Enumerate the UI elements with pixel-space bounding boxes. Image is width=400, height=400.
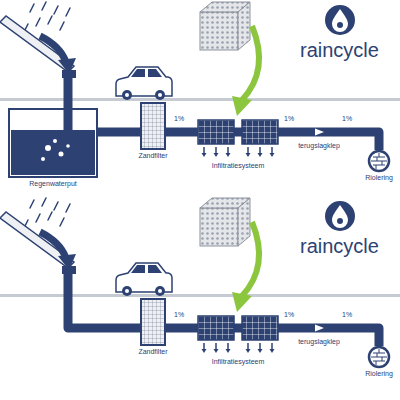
downpipe bbox=[64, 76, 73, 110]
node-label: Infiltratiesysteem bbox=[211, 358, 266, 366]
check-valve: terugslagklep bbox=[310, 124, 328, 140]
brand-name: raincycle bbox=[300, 236, 379, 256]
downpipe bbox=[68, 272, 142, 328]
check-valve: terugslagklep bbox=[310, 320, 328, 336]
pipe-connector bbox=[278, 324, 310, 333]
sewer-pipe: Riolering bbox=[368, 346, 390, 368]
node-label: Riolering bbox=[364, 370, 394, 378]
rainwater-tank-shape bbox=[8, 108, 98, 178]
slope-label: 1% bbox=[342, 115, 352, 122]
node-label: Zandfilter bbox=[137, 348, 168, 356]
pipe-connector bbox=[278, 128, 310, 137]
sand-filter: Zandfilter bbox=[140, 102, 166, 150]
check-valve-shape bbox=[310, 124, 328, 140]
sewer-pipe-shape bbox=[368, 346, 390, 368]
slope-label: 1% bbox=[174, 115, 184, 122]
pipe-connector bbox=[98, 128, 140, 137]
slope-label: 1% bbox=[342, 311, 352, 318]
pipe-connector bbox=[166, 324, 198, 333]
node-label: terugslagklep bbox=[297, 142, 341, 150]
sand-filter-shape bbox=[140, 298, 166, 346]
sand-filter: Zandfilter bbox=[140, 298, 166, 346]
brand-name: raincycle bbox=[300, 40, 379, 60]
check-valve-shape bbox=[310, 320, 328, 336]
slope-label: 1% bbox=[174, 311, 184, 318]
infiltration-crates-shape bbox=[198, 120, 278, 160]
node-label: Infiltratiesysteem bbox=[211, 162, 266, 170]
scene-illustration bbox=[0, 2, 400, 116]
node-label: Regenwaterput bbox=[28, 180, 77, 188]
pipe-connector bbox=[166, 128, 198, 137]
sewer-pipe: Riolering bbox=[368, 150, 390, 172]
sand-filter-shape bbox=[140, 102, 166, 150]
infiltration-crates: Infiltratiesysteem bbox=[198, 316, 278, 356]
rainwater-tank: Regenwaterput bbox=[8, 108, 98, 178]
slope-label: 1% bbox=[284, 311, 294, 318]
slope-label: 1% bbox=[284, 115, 294, 122]
node-label: Riolering bbox=[364, 174, 394, 182]
infiltration-crates: Infiltratiesysteem bbox=[198, 120, 278, 160]
sewer-pipe-shape bbox=[368, 150, 390, 172]
infiltration-crates-shape bbox=[198, 316, 278, 356]
node-label: terugslagklep bbox=[297, 338, 341, 346]
scene-illustration bbox=[0, 198, 400, 312]
node-label: Zandfilter bbox=[137, 152, 168, 160]
